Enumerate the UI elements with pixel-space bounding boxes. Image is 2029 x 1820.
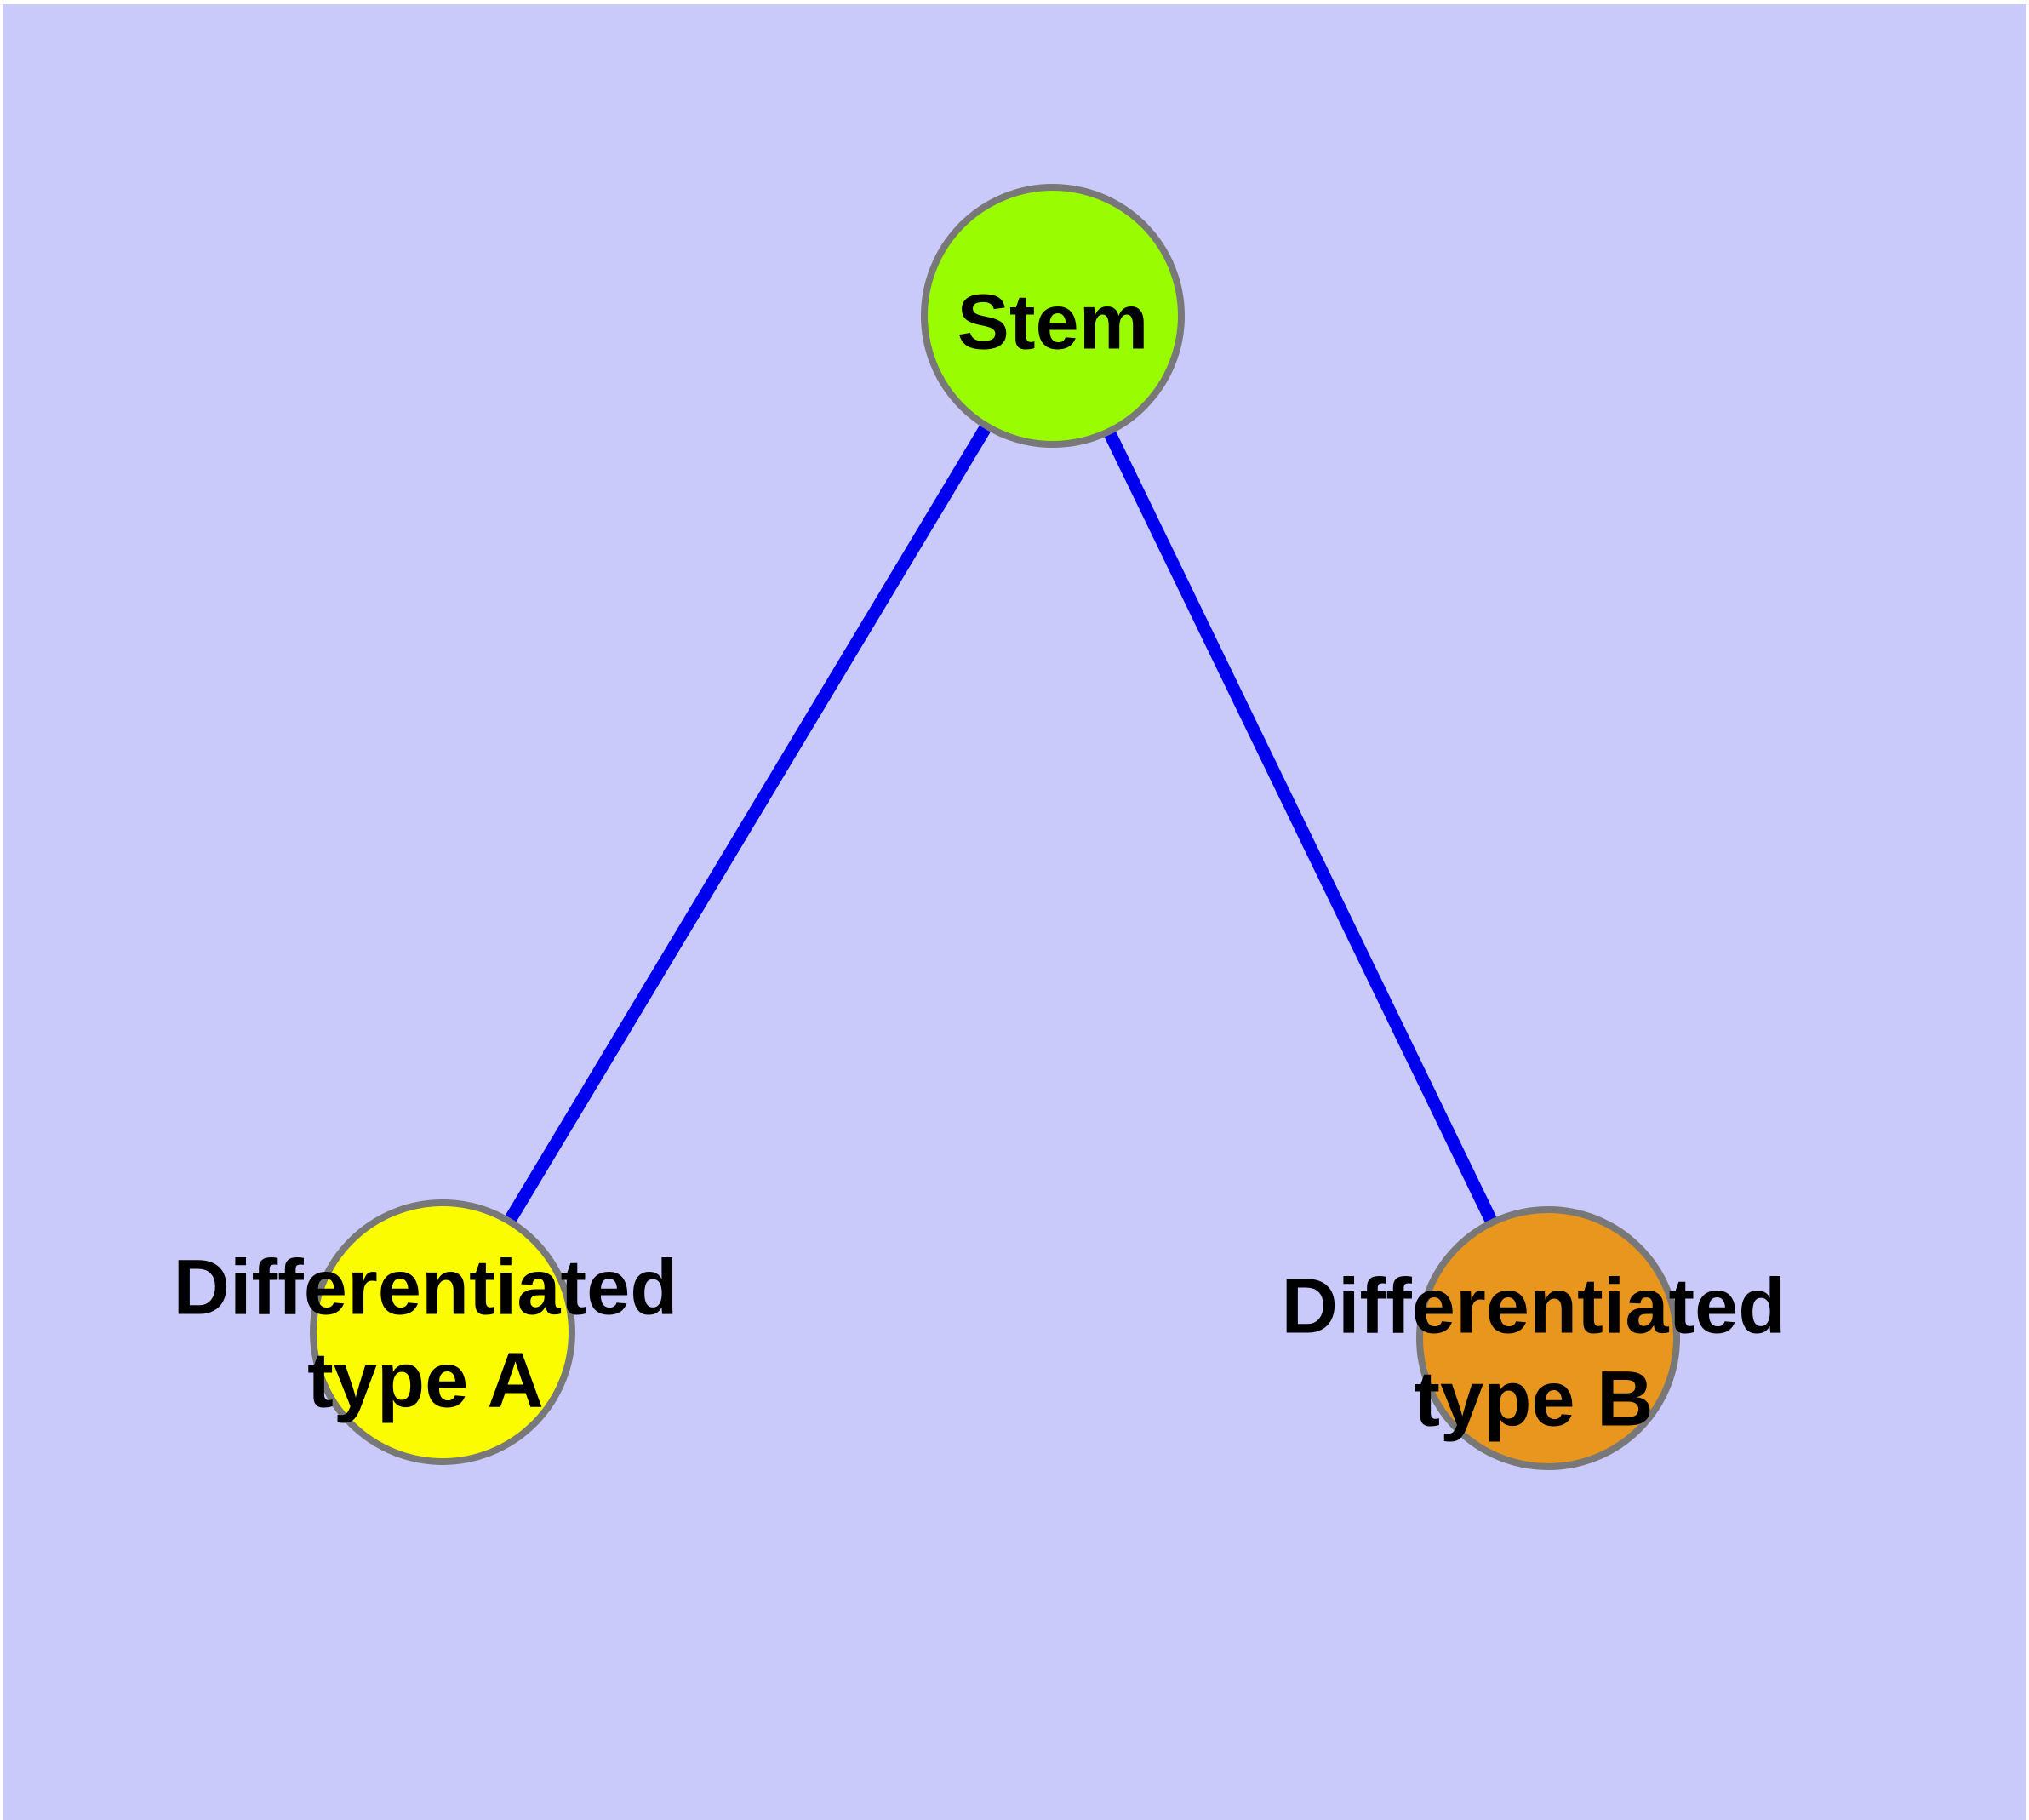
right-border-strip [2026,0,2029,1820]
node-type-a-label-line2: type A [307,1336,544,1423]
node-type-b-label-line2: type B [1414,1355,1654,1442]
top-border-strip [0,0,2029,4]
node-type-a-circle [310,1199,575,1465]
node-type-a-label: Differentiated type A [174,1241,678,1426]
left-border-strip [0,0,3,1820]
node-stem-circle [921,184,1185,448]
edge-stem-to-type-b [1047,312,1554,1342]
node-type-b-label: Differentiated type B [1282,1260,1786,1445]
edge-stem-to-type-a [437,312,1059,1336]
node-type-b-circle [1416,1206,1680,1470]
node-stem-label: Stem [957,278,1149,366]
node-type-a-label-line1: Differentiated [173,1244,678,1331]
node-type-b-label-line1: Differentiated [1281,1262,1786,1350]
